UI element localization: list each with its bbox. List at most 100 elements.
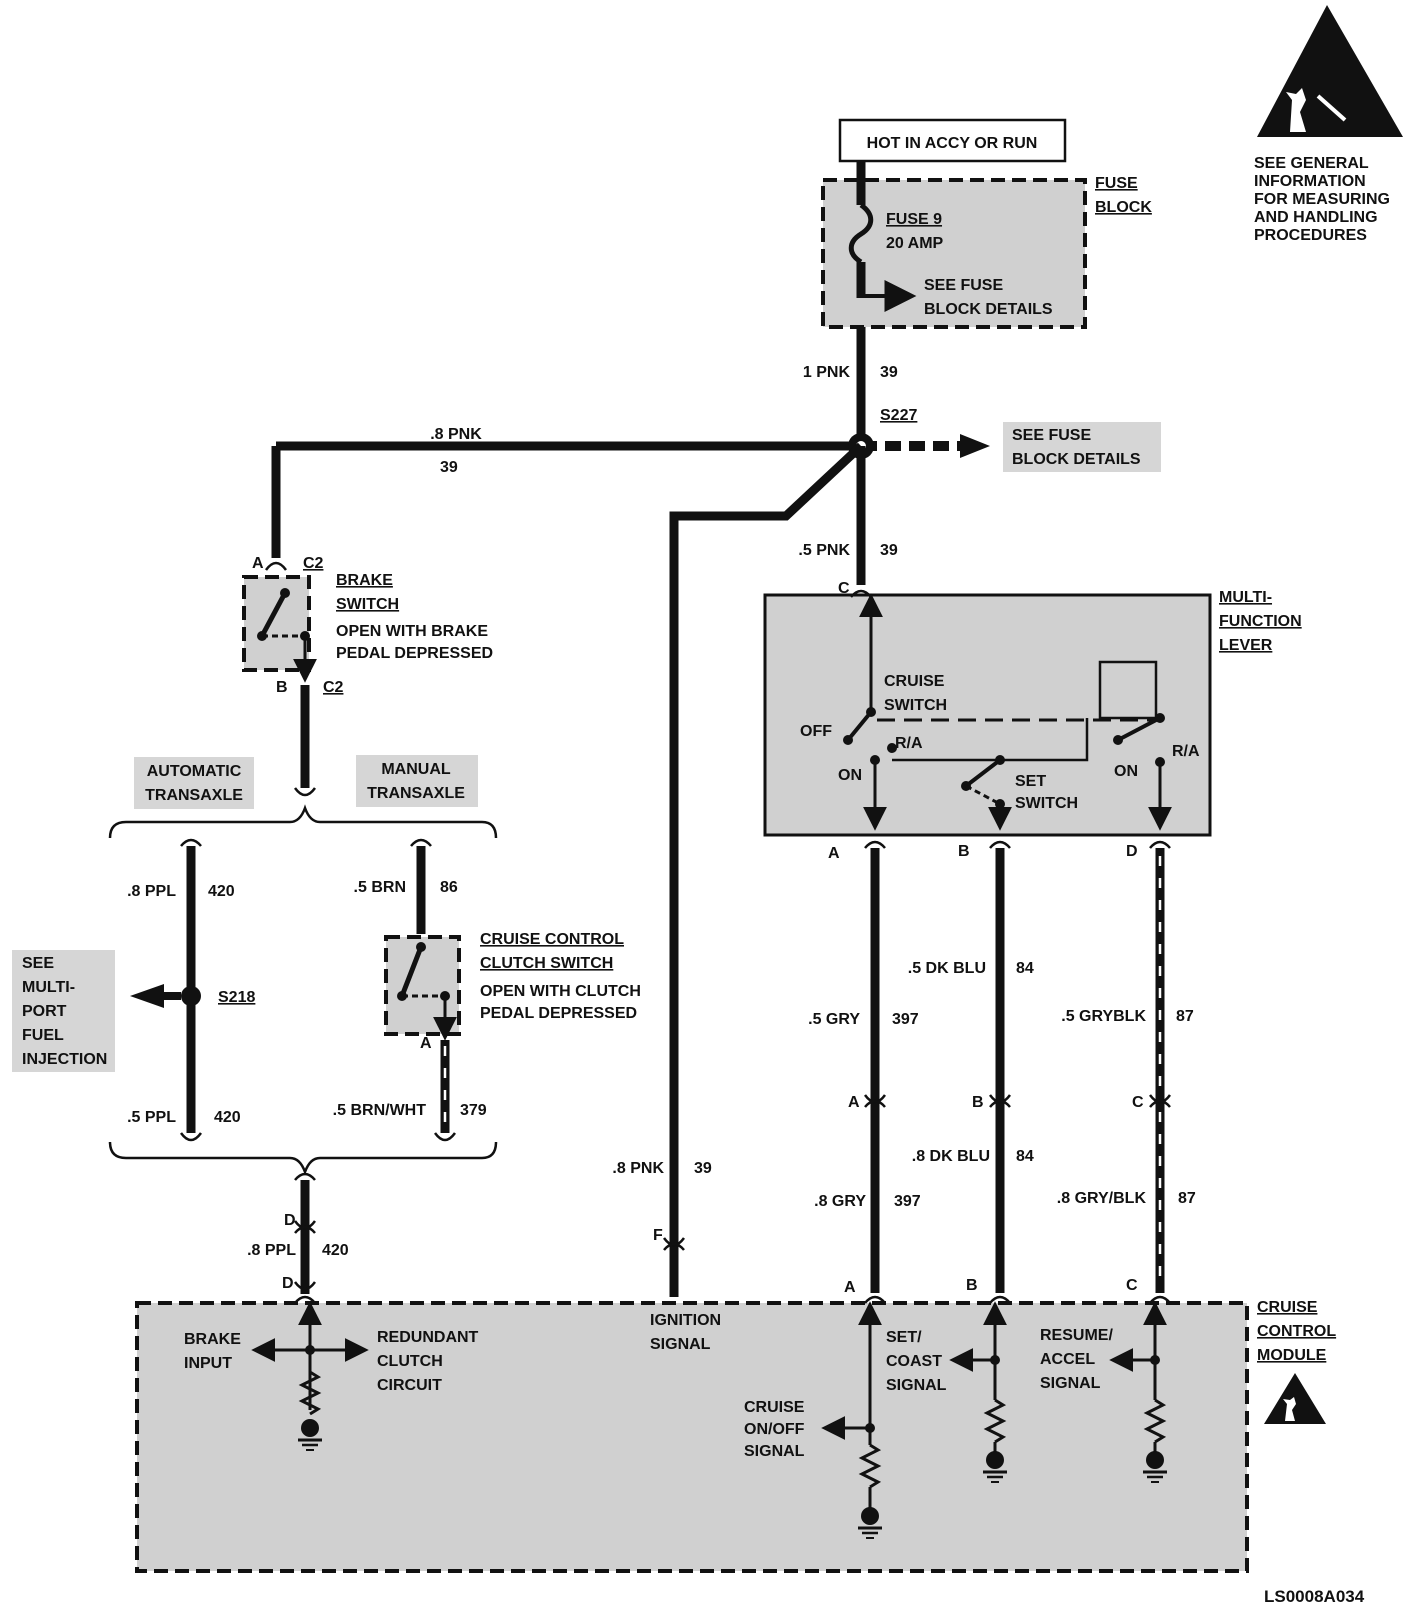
brake-switch: A C2 B C2 BRAKE SWITCH OPEN WITH BRAKE P… — [242, 555, 493, 696]
brake-switch-pin-bottom: B — [276, 679, 288, 696]
cruise-onoff-resistor — [858, 1443, 882, 1489]
fuse-block-title-1: FUSE — [1095, 175, 1138, 192]
wire-8pnk-top-size: .8 PNK — [430, 426, 482, 443]
s227-details-1: SEE FUSE — [1012, 427, 1091, 444]
inline-conn-c: C — [1132, 1094, 1144, 1111]
manual-transaxle-1: MANUAL — [381, 761, 451, 778]
module-esd-icon — [1264, 1373, 1326, 1424]
mfl-pin-c: C — [838, 580, 850, 597]
s227-details-arrow — [960, 434, 990, 458]
mfl-pin-d: D — [1126, 843, 1138, 860]
wire-8pnk-ign-size: .8 PNK — [612, 1160, 664, 1177]
s227-details-2: BLOCK DETAILS — [1012, 451, 1141, 468]
cruise-onoff-2: ON/OFF — [744, 1421, 805, 1438]
resume-accel-3: SIGNAL — [1040, 1375, 1101, 1392]
cruise-onoff-1: CRUISE — [744, 1399, 805, 1416]
manual-transaxle-2: TRANSAXLE — [367, 785, 465, 802]
cruise-onoff-3: SIGNAL — [744, 1443, 805, 1460]
automatic-transaxle-1: AUTOMATIC — [147, 763, 242, 780]
mfl-pin-a: A — [828, 845, 840, 862]
s218-details-3: PORT — [22, 1003, 67, 1020]
module-title-3: MODULE — [1257, 1347, 1327, 1364]
set-coast-2: COAST — [886, 1353, 942, 1370]
mfl-on-right: ON — [1114, 763, 1138, 780]
cruise-control-module: CRUISE CONTROL MODULE BRAKE INPUT REDUND… — [135, 1227, 1336, 1573]
splice-s218-label: S218 — [218, 989, 255, 1006]
ground-icon — [983, 1451, 1007, 1483]
esd-warning-triangle-icon — [1257, 5, 1403, 137]
splice-s218: S218 SEE MULTI- PORT FUEL INJECTION — [12, 950, 255, 1072]
s218-details-1: SEE — [22, 955, 54, 972]
wire-5brn-size: .5 BRN — [354, 879, 406, 896]
esd-notice: SEE GENERAL INFORMATION FOR MEASURING AN… — [1254, 5, 1403, 244]
wire-1pnk-circuit: 39 — [880, 364, 898, 381]
wire-8ppl-bottom-circuit: 420 — [322, 1242, 349, 1259]
ground-icon — [298, 1419, 322, 1451]
ignition-signal-1: IGNITION — [650, 1312, 721, 1329]
wire-5ppl-circuit: 420 — [214, 1109, 241, 1126]
mfl-cruise-switch-2: SWITCH — [884, 697, 947, 714]
fuse-block: FUSE BLOCK FUSE 9 20 AMP SEE FUSE BLOCK … — [821, 162, 1152, 329]
esd-line-2: INFORMATION — [1254, 173, 1366, 190]
inline-conn-b: B — [972, 1094, 984, 1111]
brake-input-resistor — [298, 1370, 322, 1416]
power-header-text: HOT IN ACCY OR RUN — [867, 135, 1038, 152]
mfl-title-1: MULTI- — [1219, 589, 1272, 606]
s218-arrow — [130, 984, 164, 1008]
mfl-set-switch-1: SET — [1015, 773, 1046, 790]
fuse-block-title-2: BLOCK — [1095, 199, 1152, 216]
esd-line-4: AND HANDLING — [1254, 209, 1378, 226]
wire-5dkblu-circuit: 84 — [1016, 960, 1034, 977]
wire-8pnk-ign-circuit: 39 — [694, 1160, 712, 1177]
mfl-title-3: LEVER — [1219, 637, 1273, 654]
module-title-1: CRUISE — [1257, 1299, 1318, 1316]
wire-8ppl-auto-circuit: 420 — [208, 883, 235, 900]
wire-8dkblu-size: .8 DK BLU — [912, 1148, 990, 1165]
s218-details-2: MULTI- — [22, 979, 75, 996]
automatic-transaxle-2: TRANSAXLE — [145, 787, 243, 804]
esd-line-1: SEE GENERAL — [1254, 155, 1369, 172]
wire-5brnwht-size: .5 BRN/WHT — [333, 1102, 427, 1119]
brake-switch-note-1: OPEN WITH BRAKE — [336, 623, 488, 640]
mfl-pin-b: B — [958, 843, 970, 860]
wire-8grybik-circuit: 87 — [1178, 1190, 1196, 1207]
splice-s227: S227 SEE FUSE BLOCK DETAILS — [276, 407, 1161, 472]
wire-8gry-size: .8 GRY — [814, 1193, 866, 1210]
splice-s218-dot — [181, 986, 201, 1006]
clutch-switch: A CRUISE CONTROL CLUTCH SWITCH OPEN WITH… — [384, 931, 641, 1052]
brake-switch-title-2: SWITCH — [336, 596, 399, 613]
wire-8ppl-auto-size: .8 PPL — [127, 883, 176, 900]
mfl-ra-left: R/A — [895, 735, 923, 752]
brake-input-2: INPUT — [184, 1355, 232, 1372]
wire-5pnk-size: .5 PNK — [798, 542, 850, 559]
mfl-set-switch-2: SWITCH — [1015, 795, 1078, 812]
brake-switch-conn-top: C2 — [303, 555, 324, 572]
power-header: HOT IN ACCY OR RUN — [838, 118, 1067, 163]
brake-switch-note-2: PEDAL DEPRESSED — [336, 645, 493, 662]
clutch-switch-note-2: PEDAL DEPRESSED — [480, 1005, 637, 1022]
brake-switch-pin-top: A — [252, 555, 264, 572]
brake-input-1: BRAKE — [184, 1331, 241, 1348]
mfl-off: OFF — [800, 723, 832, 740]
inline-conn-a: A — [848, 1094, 860, 1111]
redundant-2: CLUTCH — [377, 1353, 443, 1370]
document-id: LS0008A034 — [1264, 1587, 1365, 1606]
module-pin-c: C — [1126, 1277, 1138, 1294]
resume-accel-resistor — [1143, 1398, 1167, 1444]
ground-icon — [1143, 1451, 1167, 1483]
wire-5gry-size: .5 GRY — [808, 1011, 860, 1028]
s218-details-5: INJECTION — [22, 1051, 107, 1068]
wire-8ppl-bottom-size: .8 PPL — [247, 1242, 296, 1259]
fuse-label: FUSE 9 — [886, 211, 942, 228]
clutch-switch-note-1: OPEN WITH CLUTCH — [480, 983, 641, 1000]
wire-5pnk-circuit: 39 — [880, 542, 898, 559]
ground-icon — [858, 1507, 882, 1539]
set-coast-3: SIGNAL — [886, 1377, 947, 1394]
resume-accel-1: RESUME/ — [1040, 1327, 1113, 1344]
wire-1pnk-size: 1 PNK — [803, 364, 851, 381]
splice-s227-label: S227 — [880, 407, 917, 424]
esd-line-5: PROCEDURES — [1254, 227, 1367, 244]
multi-function-lever: MULTI- FUNCTION LEVER C CRUISE SWITCH OF… — [763, 580, 1302, 837]
wire-8pnk-top-circuit: 39 — [440, 459, 458, 476]
